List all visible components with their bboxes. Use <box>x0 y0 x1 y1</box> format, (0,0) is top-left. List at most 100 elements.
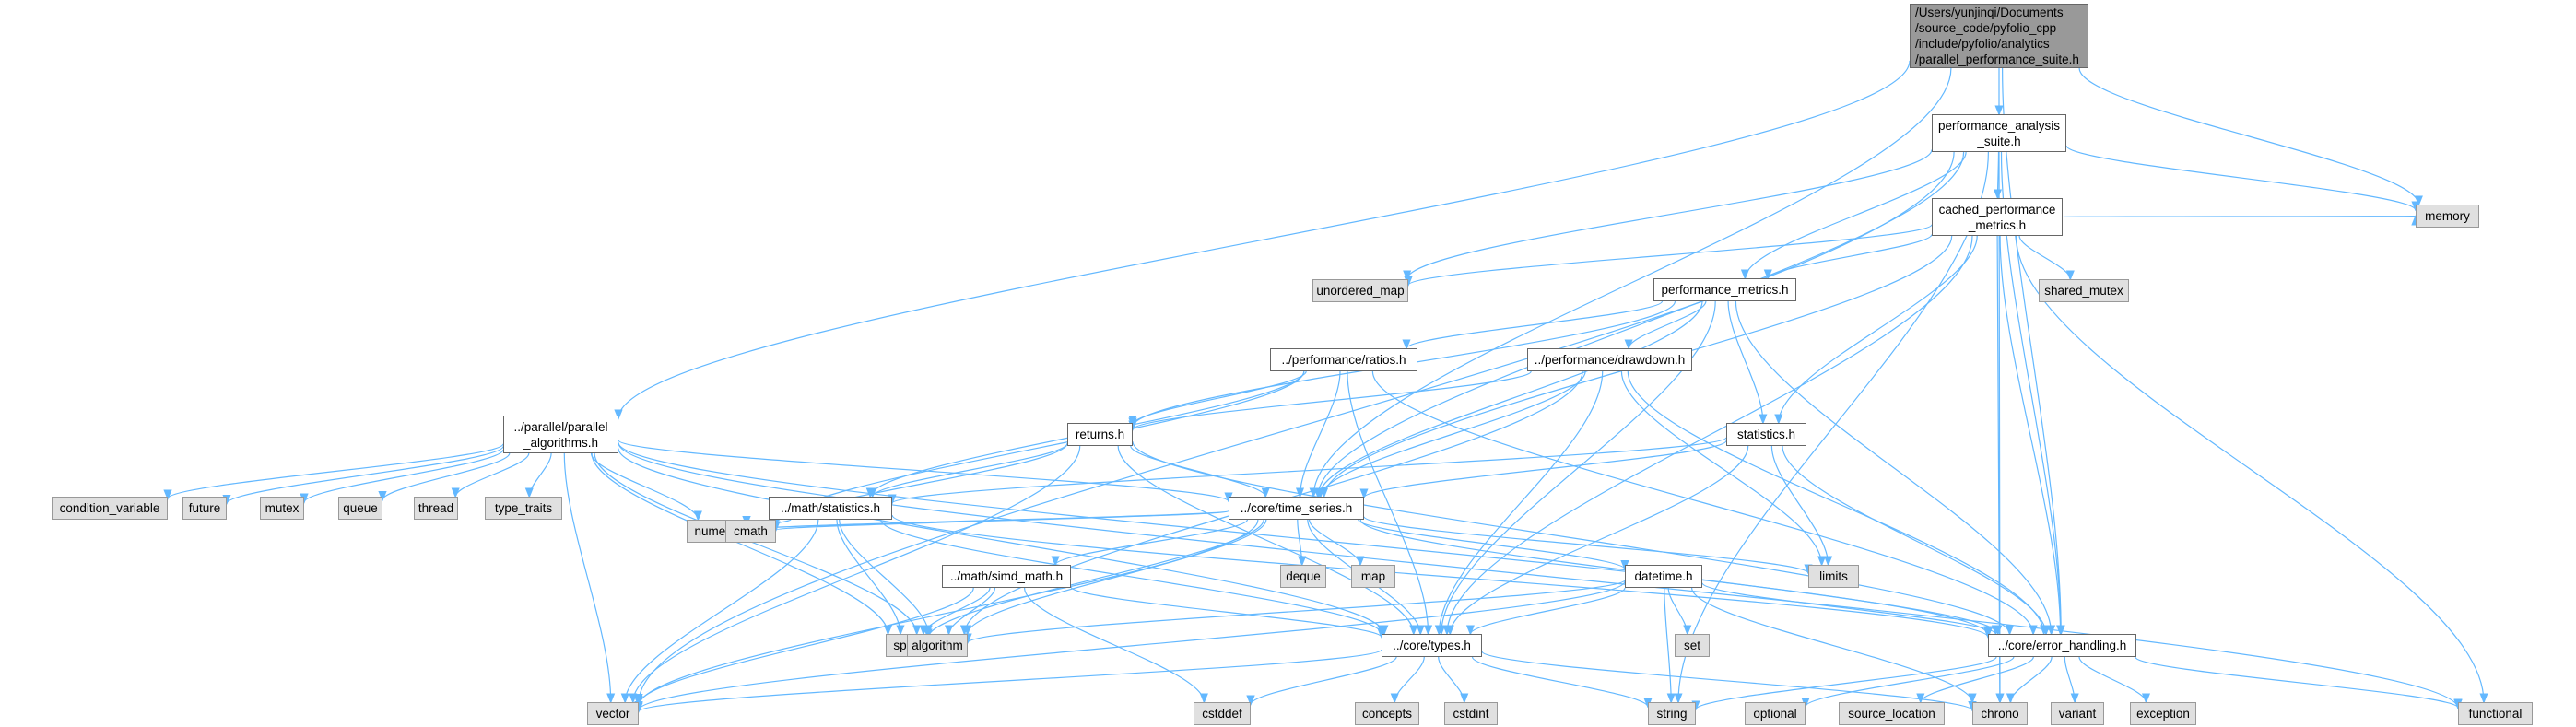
dependency-edges <box>168 60 2484 711</box>
edge-pm-to-ratios <box>1406 300 1664 348</box>
edge-pm-to-eh <box>1735 300 2051 634</box>
edge-pm-to-statistics <box>1727 300 1763 423</box>
node-label-line: cstdint <box>1453 707 1489 721</box>
node-cstddef: cstddef <box>1194 702 1251 725</box>
edge-pas-to-vector <box>639 151 1955 703</box>
edge-ts-to-limits <box>1363 516 1808 573</box>
edge-pm-to-drawdown <box>1629 300 1707 348</box>
edge-parallel-to-type_traits <box>529 452 552 497</box>
edge-types-to-string <box>1471 656 1649 707</box>
edge-root-to-memory <box>2078 67 2418 205</box>
edge-types-to-cstddef <box>1251 656 1397 704</box>
node-label-line: limits <box>1819 569 1848 583</box>
edge-simd-to-vector <box>639 587 974 705</box>
node-condition-variable: condition_variable <box>52 497 168 520</box>
node-parallel[interactable]: ../parallel/parallel_algorithms.h <box>503 416 618 453</box>
node-returns[interactable]: returns.h <box>1067 423 1133 446</box>
node-eh[interactable]: ../core/error_handling.h <box>1988 634 2136 657</box>
node-ts[interactable]: ../core/time_series.h <box>1229 497 1364 520</box>
node-optional: optional <box>1745 702 1806 725</box>
edge-ts-to-cmath <box>776 510 1229 531</box>
edge-returns-to-types <box>1117 445 1414 634</box>
node-cstdint: cstdint <box>1444 702 1498 725</box>
edge-drawdown-to-eh <box>1627 370 2043 634</box>
node-pm[interactable]: performance_metrics.h <box>1653 278 1796 301</box>
node-label-line: cached_performance <box>1938 202 2056 217</box>
edge-drawdown-to-ts <box>1321 370 1586 497</box>
node-memory: memory <box>2416 205 2479 228</box>
edge-root-to-parallel <box>618 60 1911 418</box>
edge-statistics-to-mstat <box>892 437 1727 503</box>
node-label-line: exception <box>2136 707 2190 721</box>
edge-statistics-to-eh <box>1782 445 2046 634</box>
edge-statistics-to-types <box>1450 445 1749 634</box>
edge-ratios-to-eh <box>1371 370 2033 634</box>
node-simd[interactable]: ../math/simd_math.h <box>942 565 1071 588</box>
node-queue: queue <box>338 497 382 520</box>
edge-simd-to-types <box>1070 586 1382 638</box>
edge-pm-to-ts <box>1319 300 1703 497</box>
edge-cpm-to-types <box>1447 235 1973 634</box>
node-label-line: condition_variable <box>59 501 160 515</box>
edge-ts-to-vector <box>639 519 1259 706</box>
node-label-line: map <box>1360 569 1386 583</box>
edge-drawdown-to-limits <box>1620 370 1821 565</box>
node-drawdown[interactable]: ../performance/drawdown.h <box>1527 348 1692 371</box>
node-exception: exception <box>2130 702 2196 725</box>
node-string: string <box>1648 702 1696 725</box>
node-label-line: deque <box>1286 569 1321 583</box>
edge-parallel-to-span <box>591 452 888 634</box>
edge-cpm-to-shared_mutex <box>2018 235 2070 279</box>
node-label-line: performance_analysis <box>1937 118 2061 133</box>
node-root[interactable]: /Users/yunjinqi/Documents/source_code/py… <box>1910 4 2088 68</box>
node-label-line: ../math/simd_math.h <box>949 569 1064 583</box>
edge-parallel-to-algorithm <box>594 452 917 634</box>
node-mutex: mutex <box>260 497 304 520</box>
node-types[interactable]: ../core/types.h <box>1382 634 1482 657</box>
edge-mstat-to-span <box>836 519 900 634</box>
node-cmath: cmath <box>725 520 776 543</box>
edge-ts-to-span <box>928 519 1264 638</box>
edge-simd-to-span <box>923 587 991 634</box>
edge-simd-to-algorithm <box>949 587 996 634</box>
node-datetime[interactable]: datetime.h <box>1625 565 1702 588</box>
node-deque: deque <box>1280 565 1326 588</box>
edge-parallel-to-queue <box>382 452 511 500</box>
node-ratios[interactable]: ../performance/ratios.h <box>1270 348 1417 371</box>
node-label-line: shared_mutex <box>2044 284 2123 298</box>
node-label-line: concepts <box>1361 707 1413 721</box>
edge-statistics-to-ts <box>1364 440 1727 498</box>
node-variant: variant <box>2051 702 2104 725</box>
edge-eh-to-source_location <box>1921 656 2034 702</box>
edge-eh-to-chrono <box>2010 656 2053 702</box>
node-label-line: vector <box>595 707 630 721</box>
edge-returns-to-ts <box>1130 445 1265 497</box>
node-mstat[interactable]: ../math/statistics.h <box>769 497 892 520</box>
edge-types-to-vector <box>639 649 1382 711</box>
edge-drawdown-to-returns <box>1133 370 1532 429</box>
edge-parallel-to-thread <box>455 452 530 497</box>
edge-parallel-to-mutex <box>304 449 504 502</box>
node-label-line: algorithm <box>912 639 963 652</box>
edge-ts-to-algorithm <box>968 519 1267 634</box>
node-set: set <box>1675 634 1710 657</box>
edge-parallel-to-condition_variable <box>168 443 504 499</box>
node-label-line: future <box>188 501 221 515</box>
edge-datetime-to-string <box>1664 587 1671 702</box>
edge-simd-to-cstddef <box>1024 587 1205 702</box>
node-label-line: source_location <box>1848 707 1935 721</box>
node-label-line: functional <box>2468 707 2523 721</box>
node-label-line: ../performance/drawdown.h <box>1534 353 1686 367</box>
node-unordered-map: unordered_map <box>1312 279 1408 302</box>
edge-datetime-to-eh <box>1701 582 1995 634</box>
node-chrono: chrono <box>1972 702 2028 725</box>
node-label-line: optional <box>1753 707 1797 721</box>
node-pas[interactable]: performance_analysis_suite.h <box>1932 114 2066 152</box>
node-algorithm: algorithm <box>907 634 968 657</box>
node-label-line: _algorithms.h <box>523 435 599 450</box>
node-statistics[interactable]: statistics.h <box>1726 423 1806 446</box>
node-cpm[interactable]: cached_performance_metrics.h <box>1932 198 2063 236</box>
edge-ts-to-simd <box>1055 519 1248 565</box>
